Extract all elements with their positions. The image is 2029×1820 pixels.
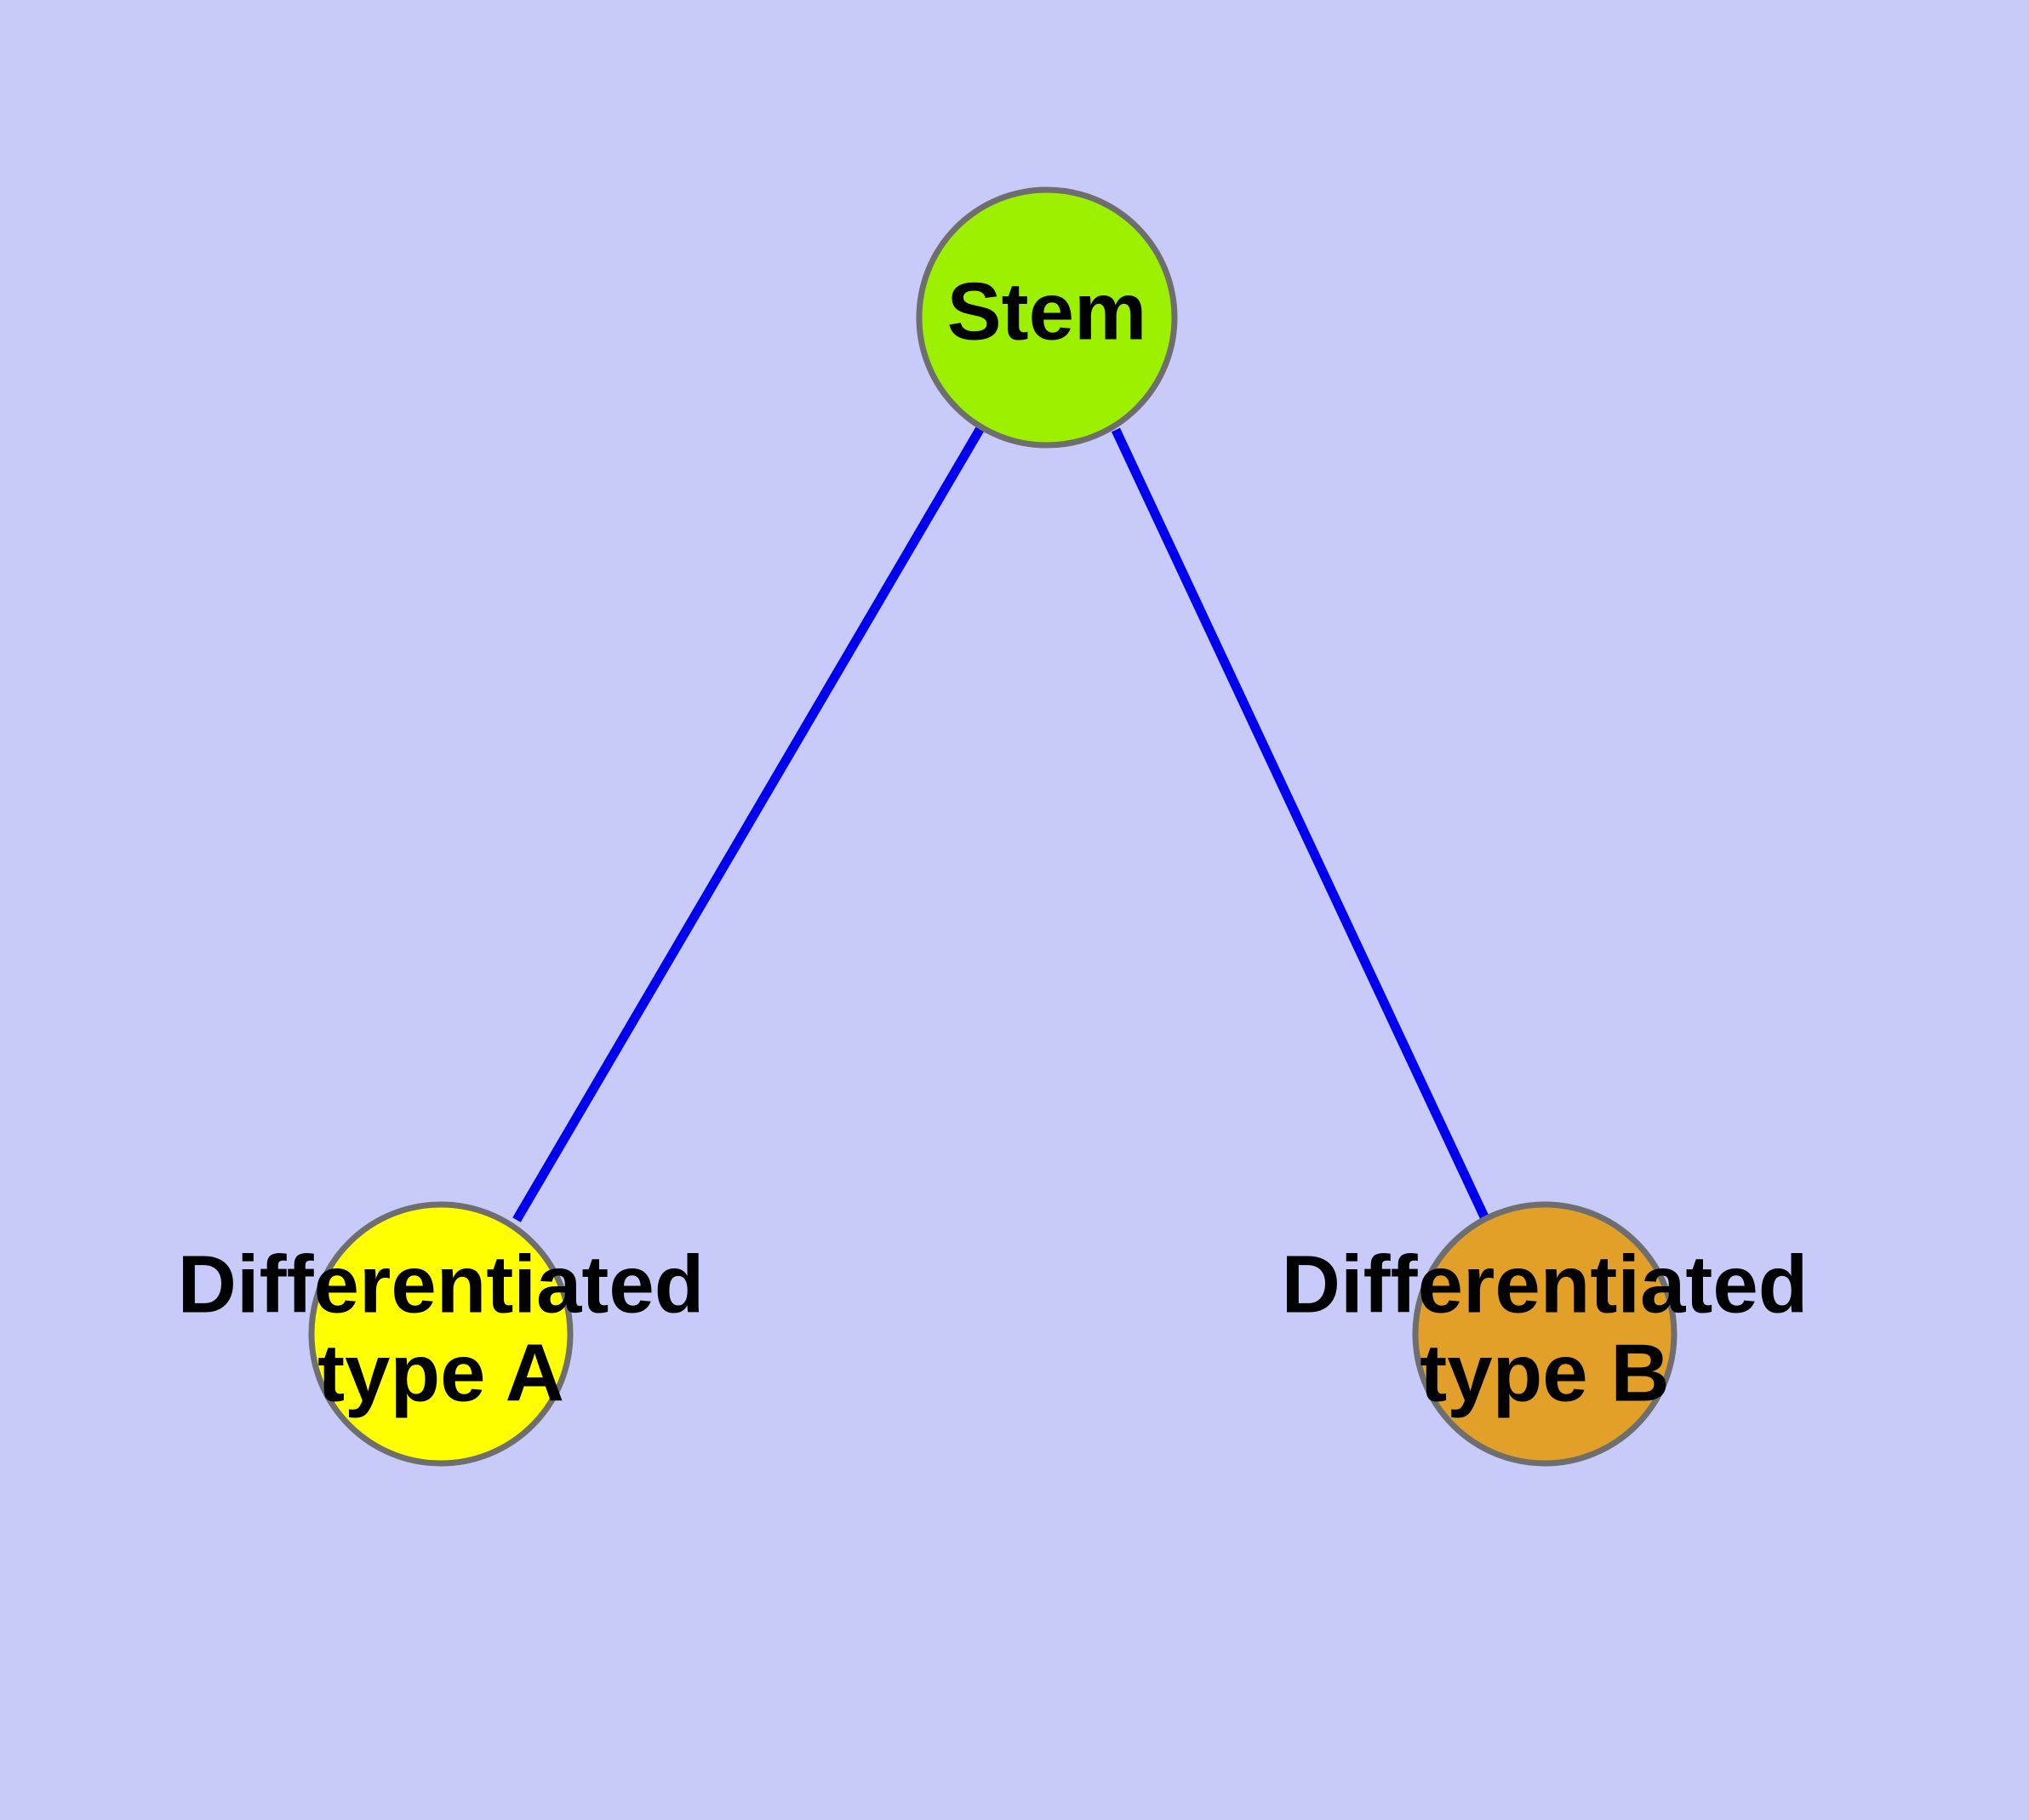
- node-stem-circle[interactable]: [916, 186, 1178, 449]
- node-diff-b-label-line-1: Differentiated: [1282, 1239, 1809, 1330]
- node-diff-b-circle[interactable]: [1412, 1201, 1677, 1467]
- edge-stem-to-diff-b[interactable]: [1112, 427, 1492, 1227]
- node-diff-a-label-line-2: type A: [317, 1327, 564, 1418]
- node-stem-label: Stem: [947, 266, 1147, 357]
- node-diff-a-label-line-1: Differentiated: [178, 1239, 705, 1330]
- node-stem[interactable]: Stem: [916, 186, 1178, 449]
- node-diff-a-circle[interactable]: [308, 1201, 574, 1467]
- edge-layer: [512, 426, 1492, 1227]
- node-diff-a[interactable]: Differentiated type A: [178, 1201, 705, 1467]
- edge-stem-to-diff-a[interactable]: [512, 426, 985, 1222]
- node-diff-b[interactable]: Differentiated type B: [1282, 1201, 1809, 1467]
- node-diff-b-label-line-2: type B: [1420, 1327, 1669, 1418]
- node-layer: Stem Differentiated type A Differentiate…: [178, 186, 1809, 1467]
